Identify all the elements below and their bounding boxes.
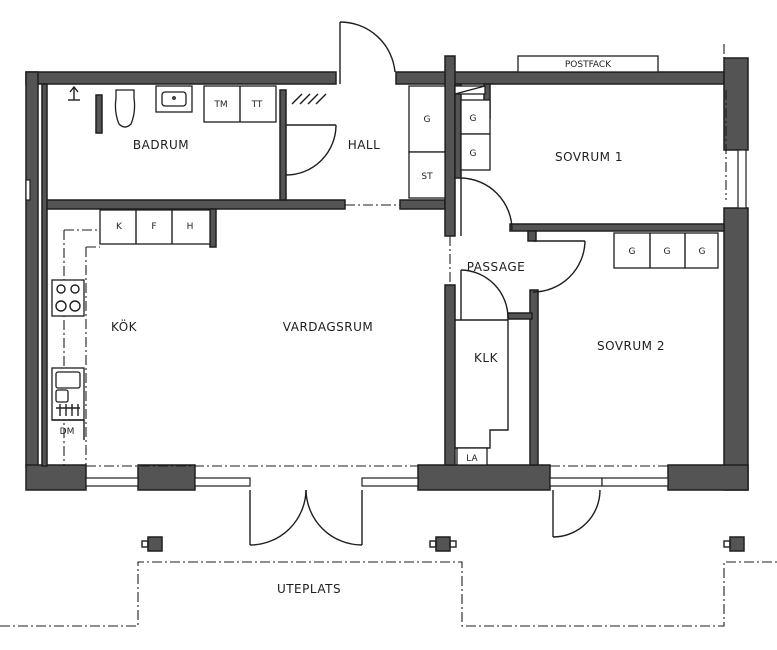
label-postfack: POSTFACK — [565, 60, 612, 70]
label-kitchen-h: H — [187, 222, 194, 232]
label-dm: DM — [60, 427, 75, 437]
storage-cabinets — [99, 85, 719, 466]
room-label-sovrum1: SOVRUM 1 — [555, 150, 623, 164]
label-kitchen-k: K — [116, 222, 123, 232]
bathroom-fixtures — [68, 55, 659, 128]
windows — [25, 149, 747, 487]
label-tt: TT — [251, 100, 263, 110]
door-swings — [249, 21, 601, 546]
label-la: LA — [466, 454, 478, 464]
interior-walls — [41, 55, 725, 467]
exterior-walls — [25, 57, 749, 491]
room-label-hall: HALL — [348, 138, 381, 152]
label-hall-g: G — [424, 115, 431, 125]
label-hall-st: ST — [421, 172, 433, 182]
room-labels: BADRUM HALL SOVRUM 1 KÖK VARDAGSRUM PASS… — [111, 138, 665, 596]
room-label-badrum: BADRUM — [133, 138, 189, 152]
fixture-labels: POSTFACK TM TT G ST G G K F H G G G DM L… — [60, 60, 706, 464]
dashed-lines — [0, 44, 777, 627]
label-s2-g2: G — [664, 247, 671, 257]
outdoor-posts — [141, 536, 745, 552]
label-tm: TM — [213, 100, 227, 110]
label-s1-g-bottom: G — [470, 149, 477, 159]
room-label-klk: KLK — [474, 351, 499, 365]
room-label-passage: PASSAGE — [467, 260, 526, 274]
room-label-kok: KÖK — [111, 318, 138, 334]
label-s2-g1: G — [629, 247, 636, 257]
label-s1-g-top: G — [470, 114, 477, 124]
label-kitchen-f: F — [151, 222, 156, 232]
room-label-sovrum2: SOVRUM 2 — [597, 339, 665, 353]
kitchen-appliances — [51, 279, 85, 440]
room-label-uteplats: UTEPLATS — [277, 582, 341, 596]
room-label-vardagsrum: VARDAGSRUM — [283, 320, 373, 334]
label-s2-g3: G — [699, 247, 706, 257]
